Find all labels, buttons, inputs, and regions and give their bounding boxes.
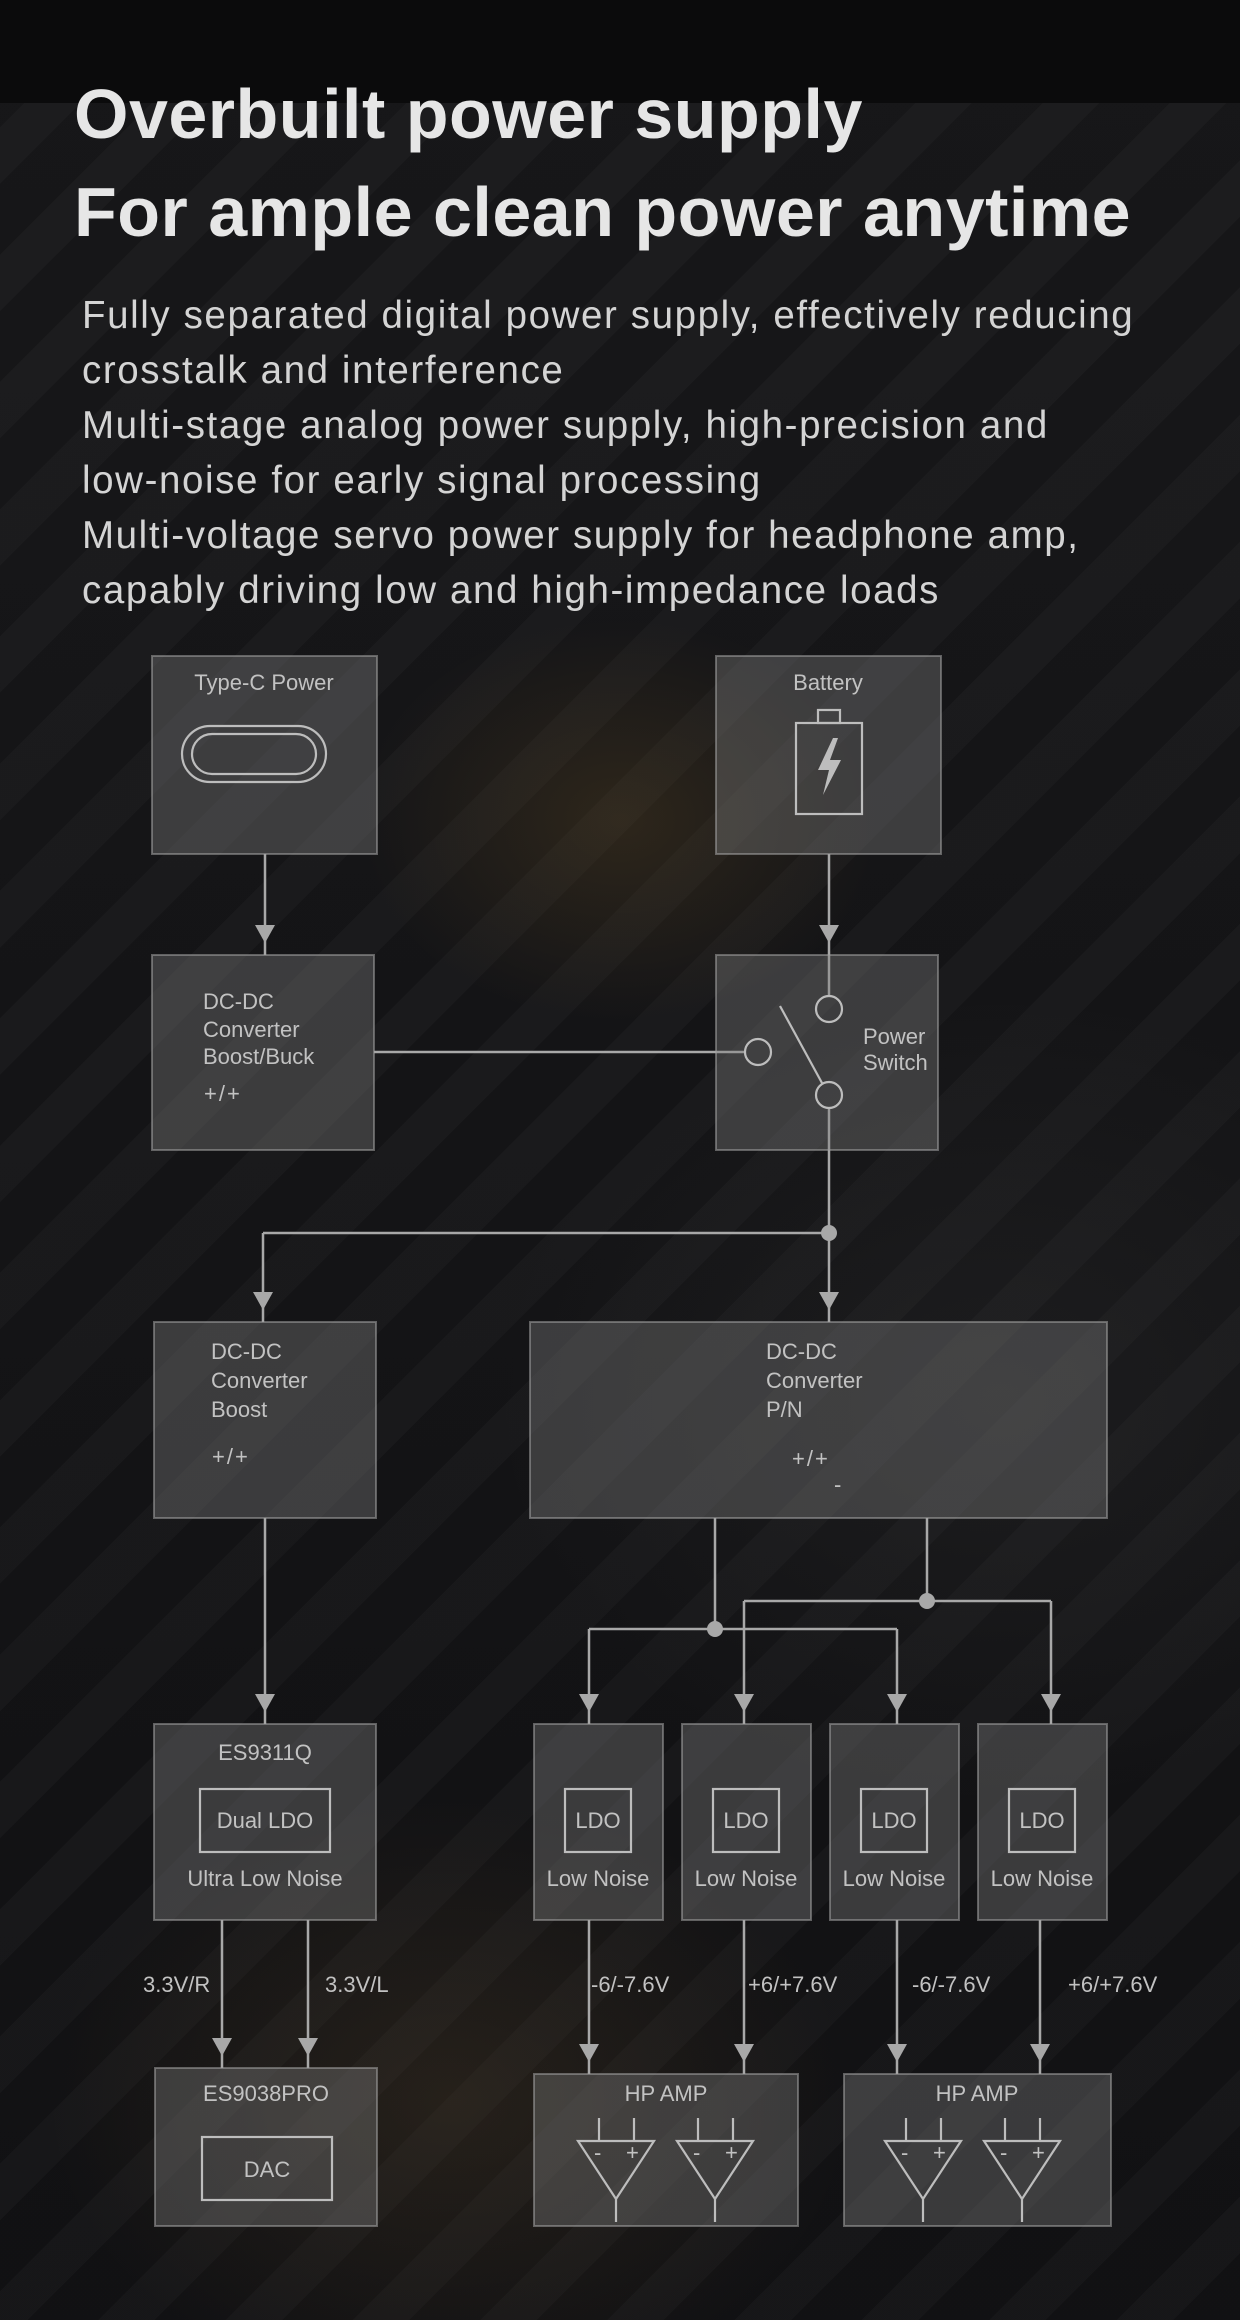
heading-line-2: For ample clean power anytime (74, 173, 1132, 251)
connections (212, 854, 1061, 2074)
description-line: crosstalk and interference (82, 349, 565, 392)
minus-sign: - (901, 2140, 908, 2165)
block-label: Converter (203, 1017, 300, 1042)
heading-line-1: Overbuilt power supply (74, 75, 863, 153)
plus-sign: + (626, 2140, 639, 2165)
polarity-label: +/+ (212, 1444, 250, 1469)
description-line: capably driving low and high-impedance l… (82, 569, 940, 612)
ldo-label: LDO (575, 1808, 620, 1833)
description-line: Multi-stage analog power supply, high-pr… (82, 404, 1049, 447)
es9311q-block: ES9311Q Dual LDO Ultra Low Noise (153, 1723, 377, 1921)
rail-label-pos: +6/+7.6V (1068, 1972, 1158, 1997)
rail-label-3v3-l: 3.3V/L (325, 1972, 389, 1997)
hp-amp-block-2: HP AMP - + - + (843, 2073, 1112, 2227)
usb-c-port-icon (180, 724, 328, 784)
polarity-label: +/+ (792, 1446, 830, 1471)
dac-label: DAC (244, 2157, 291, 2182)
op-amp-icon: - + (882, 2118, 964, 2222)
hp-amp-label: HP AMP (625, 2081, 708, 2106)
ldo-block-1: LDO Low Noise (533, 1723, 664, 1921)
chip-label: ES9311Q (218, 1740, 312, 1765)
low-noise-label: Low Noise (695, 1866, 798, 1891)
plus-sign: + (725, 2140, 738, 2165)
low-noise-label: Low Noise (843, 1866, 946, 1891)
battery-charging-icon (794, 708, 864, 816)
block-label: Converter (766, 1368, 863, 1393)
op-amp-icon: - + (981, 2118, 1063, 2222)
block-label: Boost (211, 1397, 267, 1422)
minus-sign: - (594, 2140, 601, 2165)
rail-label-pos: +6/+7.6V (748, 1972, 838, 1997)
low-noise-label: Low Noise (547, 1866, 650, 1891)
plus-sign: + (1032, 2140, 1045, 2165)
block-label: DC-DC (211, 1339, 282, 1364)
switch-icon (743, 994, 844, 1110)
plus-sign: + (933, 2140, 946, 2165)
rail-label-3v3-r: 3.3V/R (143, 1972, 210, 1997)
ldo-label: LDO (871, 1808, 916, 1833)
dcdc-boost-buck-block: DC-DC Converter Boost/Buck +/+ (151, 954, 375, 1151)
block-label: DC-DC (203, 989, 274, 1014)
minus-sign: - (693, 2140, 700, 2165)
hp-amp-block-1: HP AMP - + - + (533, 2073, 799, 2227)
rail-label-neg: -6/-7.6V (912, 1972, 991, 1997)
rail-label-neg: -6/-7.6V (591, 1972, 670, 1997)
description-line: Fully separated digital power supply, ef… (82, 294, 1135, 337)
description-line: low-noise for early signal processing (82, 459, 762, 502)
ultra-low-noise-label: Ultra Low Noise (187, 1866, 342, 1891)
polarity-minus-label: - (834, 1472, 841, 1497)
block-label: Converter (211, 1368, 308, 1393)
description: Fully separated digital power supply, ef… (82, 288, 1134, 618)
chip-label: ES9038PRO (203, 2081, 329, 2106)
low-noise-label: Low Noise (991, 1866, 1094, 1891)
ldo-block-4: LDO Low Noise (977, 1723, 1108, 1921)
ldo-label: LDO (723, 1808, 768, 1833)
dcdc-pn-block: DC-DC Converter P/N +/+ - (529, 1321, 1108, 1519)
block-label: Switch (863, 1050, 928, 1075)
power-switch-block: Power Switch (715, 954, 939, 1151)
block-label: Power (863, 1024, 925, 1049)
block-label: Boost/Buck (203, 1044, 315, 1069)
polarity-label: +/+ (204, 1081, 242, 1106)
top-bar (0, 0, 1240, 103)
type-c-label: Type-C Power (194, 670, 333, 695)
block-label: DC-DC (766, 1339, 837, 1364)
battery-block: Battery (715, 655, 942, 855)
battery-label: Battery (793, 670, 863, 695)
dual-ldo-label: Dual LDO (217, 1808, 314, 1833)
es9038pro-dac-block: ES9038PRO DAC (154, 2067, 378, 2227)
minus-sign: - (1000, 2140, 1007, 2165)
op-amp-icon: - + (674, 2118, 756, 2222)
type-c-power-block: Type-C Power (151, 655, 378, 855)
op-amp-icon: - + (575, 2118, 657, 2222)
ldo-label: LDO (1019, 1808, 1064, 1833)
dcdc-boost-block: DC-DC Converter Boost +/+ (153, 1321, 377, 1519)
hp-amp-label: HP AMP (936, 2081, 1019, 2106)
block-label: P/N (766, 1397, 803, 1422)
ldo-block-2: LDO Low Noise (681, 1723, 812, 1921)
ldo-block-3: LDO Low Noise (829, 1723, 960, 1921)
description-line: Multi-voltage servo power supply for hea… (82, 514, 1080, 557)
